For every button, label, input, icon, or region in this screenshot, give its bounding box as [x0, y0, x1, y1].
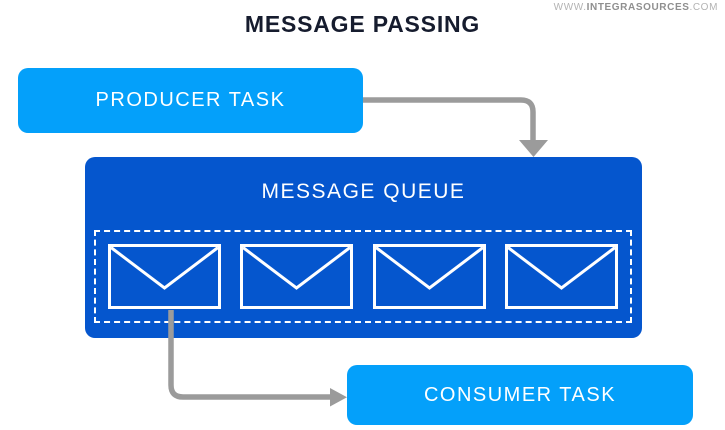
producer-to-queue-arrow [363, 97, 548, 157]
arrowhead-right [330, 388, 347, 407]
producer-task-label: PRODUCER TASK [95, 89, 286, 111]
envelope-icon [372, 244, 486, 309]
watermark-prefix: WWW. [553, 2, 587, 13]
message-queue-label: MESSAGE QUEUE [261, 180, 466, 203]
arrowhead-down [519, 140, 548, 157]
watermark: WWW.INTEGRASOURCES.COM [554, 2, 718, 13]
message-queue-node: MESSAGE QUEUE [85, 157, 642, 338]
watermark-suffix: .COM [689, 2, 718, 13]
consumer-task-label: CONSUMER TASK [423, 383, 617, 406]
consumer-task-node: CONSUMER TASK [347, 365, 693, 425]
envelope-icon [108, 244, 221, 309]
envelope-icon [504, 244, 618, 309]
envelope-icon [240, 244, 354, 309]
watermark-brand: INTEGRASOURCES [586, 2, 690, 13]
message-queue-slots [94, 230, 632, 323]
diagram-title: MESSAGE PASSING [244, 11, 481, 37]
producer-task-node: PRODUCER TASK [18, 68, 363, 133]
